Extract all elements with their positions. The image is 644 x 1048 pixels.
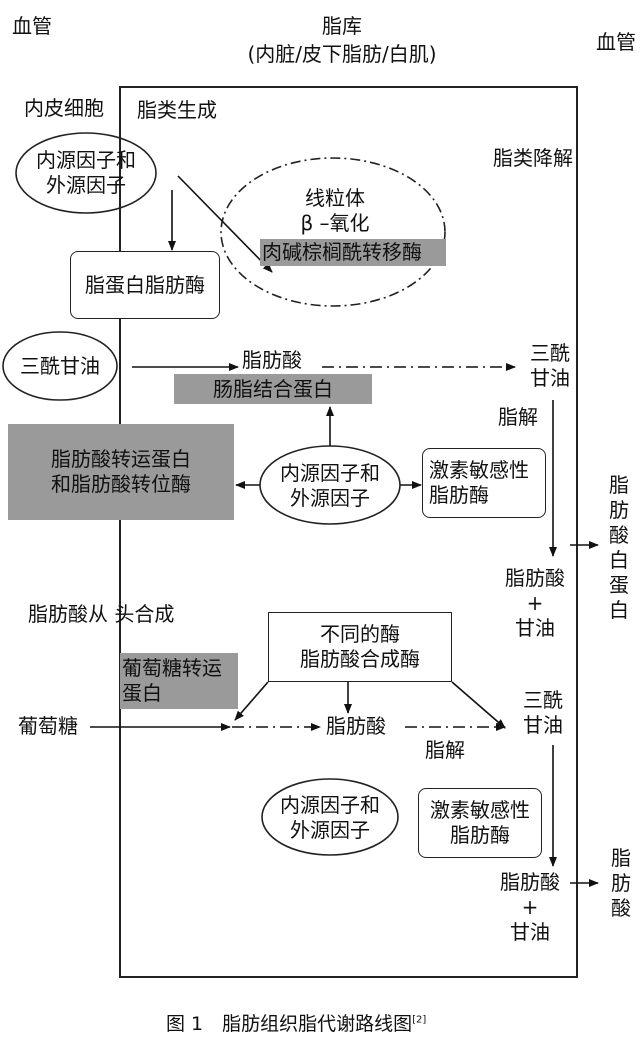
header-blood-left: 血管 [12,14,52,38]
enzymes-line2: 脂肪酸合成酶 [300,647,420,671]
hsl-box-1: 激素敏感性 脂肪酶 [422,448,546,518]
lipolysis-label-1: 脂解 [498,405,538,429]
fabp-box: 肠脂结合蛋白 [174,374,372,404]
factor-low: 内源因子和 外源因子 [262,788,398,848]
label-lipolysis: 脂类降解 [493,146,573,170]
fabp-label: 肠脂结合蛋白 [213,376,333,401]
fa-glycerol-1: 脂肪酸 + 甘油 [495,566,575,641]
tg-blood-outline [2,331,118,401]
lpl-box: 脂蛋白脂肪酶 [70,251,220,319]
arrow-enzymes-left [234,681,269,721]
fa-glycerol-1-line1: 脂肪酸 [505,566,565,590]
fa-out-label: 脂 肪 酸 [608,846,634,921]
label-endothelial: 内皮细胞 [24,96,104,120]
enzymes-box: 不同的酶 脂肪酸合成酶 [268,612,452,682]
factor-mid-line2: 外源因子 [290,486,370,510]
albumin-char-6: 白 [609,598,629,622]
caption-ref: [2] [412,1014,427,1026]
fat-line1: 脂肪酸转运蛋白 [51,447,191,471]
hsl-1-line1: 激素敏感性 [429,458,529,482]
albumin-fa-label: 脂 肪 酸 白 蛋 白 [606,473,632,623]
tg-right-2-line2: 甘油 [523,713,563,737]
fa-glycerol-2-line3: 甘油 [510,920,550,944]
fa-mid: 脂肪酸 [242,348,302,372]
tg-right-1: 三酰 甘油 [520,341,580,391]
fa-out-char-3: 酸 [611,896,631,920]
albumin-char-2: 肪 [609,498,629,522]
albumin-char-5: 蛋 [609,573,629,597]
glut-box: 葡萄糖转运 蛋白 [120,653,238,709]
factor-low-line1: 内源因子和 [280,793,380,817]
glucose-label: 葡萄糖 [18,714,78,738]
fa-glycerol-2: 脂肪酸 + 甘油 [490,870,570,945]
factor-top-line1: 内源因子和 [36,148,136,172]
tg-blood: 三酰甘油 [3,351,117,381]
mito-label: 线粒体 [305,186,365,210]
fa-glycerol-1-line3: 甘油 [515,616,555,640]
factor-low-outline [261,778,399,856]
arrow-factor-mito [177,175,273,273]
hsl-2-line2: 脂肪酶 [450,823,510,847]
factor-mid: 内源因子和 外源因子 [260,456,400,516]
fa-out-char-1: 脂 [611,846,631,870]
mito-beta-oxidation: β –氧化 [300,211,370,235]
albumin-char-3: 酸 [609,523,629,547]
label-lipogenesis: 脂类生成 [137,98,217,122]
enzymes-line1: 不同的酶 [320,622,400,646]
header-depot-title: 脂库 [322,14,362,38]
fa-glycerol-2-line2: + [521,895,539,919]
hsl-1-line2: 脂肪酶 [429,483,489,507]
arrow-enzymes-right [451,681,506,729]
tg-right-1-line1: 三酰 [530,341,570,365]
tg-blood-label: 三酰甘油 [20,353,100,378]
factor-mid-line1: 内源因子和 [280,461,380,485]
fat-box: 脂肪酸转运蛋白 和脂肪酸转位酶 [8,424,234,520]
fa-low: 脂肪酸 [326,714,386,738]
tg-right-2: 三酰 甘油 [513,688,573,738]
fat-line2: 和脂肪酸转位酶 [51,472,191,496]
factor-top-line2: 外源因子 [46,173,126,197]
caption-text: 图 1 脂肪组织脂代谢路线图 [166,1013,413,1035]
tg-right-1-line2: 甘油 [530,366,570,390]
albumin-char-4: 白 [609,548,629,572]
fa-glycerol-2-line1: 脂肪酸 [500,870,560,894]
lpl-label: 脂蛋白脂肪酶 [85,272,205,297]
header-blood-right: 血管 [596,30,636,54]
header-depot-subtitle: (内脏/皮下脂肪/白肌) [247,42,437,66]
factor-top-outline [15,132,157,214]
hsl-2-line1: 激素敏感性 [430,798,530,822]
mito-cpt: 肉碱棕榈酰转移酶 [260,239,446,266]
albumin-char-1: 脂 [609,473,629,497]
hsl-box-2: 激素敏感性 脂肪酶 [418,788,542,858]
lipolysis-label-2: 脂解 [425,738,465,762]
figure-caption: 图 1 脂肪组织脂代谢路线图[2] [166,1013,426,1037]
fa-out-char-2: 肪 [611,871,631,895]
mitochondrion: 线粒体 β –氧化 [230,186,440,236]
factor-low-line2: 外源因子 [290,818,370,842]
factor-top: 内源因子和 外源因子 [16,143,156,203]
label-de-novo: 脂肪酸从 头合成 [28,602,175,626]
glut-line1: 葡萄糖转运 [122,656,222,680]
mitochondrion-outline [220,157,446,307]
glut-line2: 蛋白 [122,681,162,705]
tg-right-2-line1: 三酰 [523,688,563,712]
fa-glycerol-1-line2: + [526,591,544,615]
adipose-compartment [119,86,578,978]
